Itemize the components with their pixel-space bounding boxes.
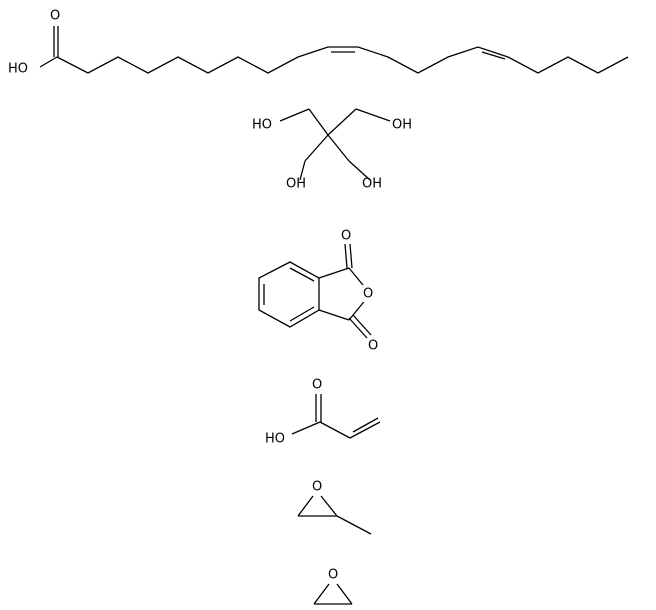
carbon-chain: [56, 46, 629, 74]
atom-hydroxyl: HO: [252, 118, 272, 133]
molecule-pentaerythritol: HO OH OH OH: [252, 108, 412, 192]
atom-hydroxyl: HO: [8, 62, 28, 77]
atom-hydroxyl: OH: [392, 118, 412, 133]
bond: [304, 134, 329, 162]
double-bond: [352, 417, 379, 433]
bond: [320, 495, 338, 517]
double-bond: [289, 306, 315, 322]
molecule-propylene-oxide: O: [297, 480, 372, 535]
bond: [291, 421, 321, 435]
bond: [336, 583, 353, 605]
double-bond: [289, 267, 315, 282]
atom-hydroxyl: OH: [286, 177, 306, 192]
bond: [39, 56, 58, 68]
atom-hydroxyl: HO: [265, 432, 285, 447]
atom-oxygen: O: [368, 339, 378, 354]
bond: [327, 134, 350, 162]
bond: [318, 267, 350, 279]
molecule-ethylene-oxide: O: [313, 568, 353, 605]
bond: [319, 421, 351, 439]
atom-hydroxyl: OH: [362, 177, 382, 192]
double-bond: [349, 421, 381, 439]
double-bond: [481, 51, 506, 60]
bond: [279, 108, 310, 122]
atom-oxygen: O: [328, 568, 338, 583]
bond: [313, 583, 330, 605]
bond: [327, 108, 357, 136]
molecule-phthalic-anhydride: O O O: [258, 229, 378, 354]
double-bond: [352, 314, 372, 336]
atom-oxygen: O: [312, 480, 322, 495]
bond: [297, 495, 314, 517]
atom-oxygen: O: [341, 229, 351, 244]
bond: [348, 160, 371, 181]
molecule-linoleic-acid: O HO: [6, 8, 629, 78]
bond: [336, 515, 372, 535]
molecule-acrylic-acid: O HO: [265, 378, 381, 447]
atom-oxygen: O: [50, 9, 60, 24]
atom-oxygen: O: [363, 287, 373, 302]
benzene-ring: [258, 261, 320, 328]
bond: [355, 108, 391, 122]
bond: [299, 160, 306, 181]
atom-oxygen: O: [312, 378, 322, 393]
double-bond: [344, 243, 348, 269]
double-bond: [348, 317, 368, 339]
bond: [318, 309, 350, 321]
bond: [308, 108, 329, 136]
double-bond: [349, 243, 353, 269]
